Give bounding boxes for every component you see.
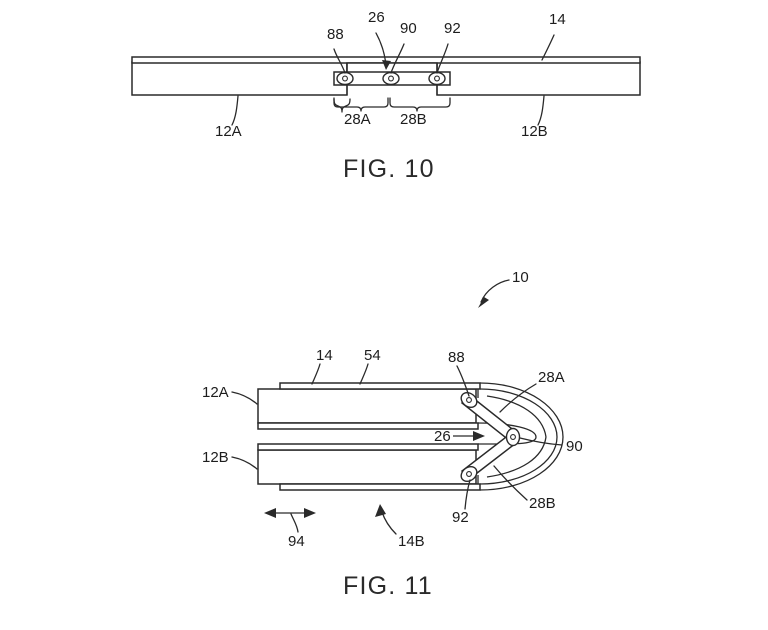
leader-12b — [537, 95, 545, 126]
figure-10-caption: FIG. 10 — [343, 155, 435, 183]
pivot-92 — [428, 71, 446, 86]
pivot-92-fig11 — [460, 465, 478, 483]
ref-26-fig11: 26 — [434, 428, 451, 445]
flexible-display-14 — [131, 56, 641, 64]
arrowhead-94-right — [304, 508, 316, 518]
leader-90 — [390, 43, 405, 74]
ref-10-fig11: 10 — [512, 269, 529, 286]
ref-14-fig10: 14 — [549, 11, 566, 28]
ref-88-fig10: 88 — [327, 26, 344, 43]
ref-12b-fig10: 12B — [521, 123, 548, 140]
ref-12a-fig10: 12A — [215, 123, 242, 140]
ref-28b-fig11: 28B — [529, 495, 556, 512]
leader-14-fig11 — [311, 363, 321, 385]
display-inner-strip-upper — [257, 422, 479, 430]
leader-94 — [290, 513, 299, 533]
leader-90-fig11 — [519, 437, 563, 446]
ref-14-fig11: 14 — [316, 347, 333, 364]
ref-14b-fig11: 14B — [398, 533, 425, 550]
arrowhead-94-left — [264, 508, 276, 518]
leader-88 — [333, 48, 346, 74]
bend-support-28a — [486, 395, 547, 438]
figure-10: 88 26 90 92 14 12A 12B 28A 28B — [131, 9, 641, 140]
housing-12b-body-fig11 — [257, 449, 477, 485]
flexible-display-14b-lower — [279, 483, 481, 491]
housing-12a-body — [131, 61, 348, 96]
housing-12a-body-fig11 — [257, 388, 477, 424]
leader-28a-fig11 — [499, 383, 537, 413]
leader-92-fig11 — [464, 479, 471, 510]
pivot-88-fig11 — [460, 391, 478, 409]
arrowhead-10-fig11 — [478, 297, 489, 308]
brace-28a — [333, 98, 351, 113]
pivot-88 — [336, 71, 354, 86]
leader-54-fig11 — [359, 363, 369, 385]
arrowhead-26 — [382, 60, 391, 70]
brace-28b-shape — [389, 97, 451, 112]
ref-12b-fig11: 12B — [202, 449, 229, 466]
leader-12a — [231, 95, 239, 126]
leader-14 — [541, 34, 555, 61]
display-bend-outer-inner-edge — [479, 388, 558, 485]
ref-54-fig11: 54 — [364, 347, 381, 364]
pivot-90 — [382, 71, 400, 86]
leader-12b-fig11 — [231, 456, 258, 470]
leader-14b — [381, 511, 397, 535]
ref-90-fig11: 90 — [566, 438, 583, 455]
ref-94-fig11: 94 — [288, 533, 305, 550]
figure-11-caption: FIG. 11 — [343, 572, 433, 600]
ref-12a-fig11: 12A — [202, 384, 229, 401]
brace-28a-shape — [333, 97, 389, 112]
ref-92-fig10: 92 — [444, 20, 461, 37]
ref-26-fig10: 26 — [368, 9, 385, 26]
arrowhead-14b — [375, 504, 386, 517]
leader-28b-fig11 — [493, 465, 528, 501]
display-inner-strip-lower — [257, 443, 479, 451]
figure-11: 10 14 54 88 28A 12A 26 90 12B 28B 92 94 … — [202, 269, 583, 550]
display-bend-outer — [479, 382, 564, 491]
ref-28a-fig11: 28A — [538, 369, 565, 386]
leader-88-fig11 — [456, 365, 470, 397]
leader-12a-fig11 — [231, 391, 258, 405]
ref-92-fig11: 92 — [452, 509, 469, 526]
leader-92 — [436, 43, 449, 74]
ref-28a-fig10: 28A — [344, 111, 371, 128]
flexible-display-14-upper — [279, 382, 481, 390]
pivot-90-fig11 — [505, 427, 521, 447]
ref-88-fig11: 88 — [448, 349, 465, 366]
leader-10-fig11 — [480, 279, 510, 303]
ref-90-fig10: 90 — [400, 20, 417, 37]
arrowhead-26-fig11 — [473, 431, 485, 441]
ref-28b-fig10: 28B — [400, 111, 427, 128]
housing-12b-body — [436, 61, 641, 96]
